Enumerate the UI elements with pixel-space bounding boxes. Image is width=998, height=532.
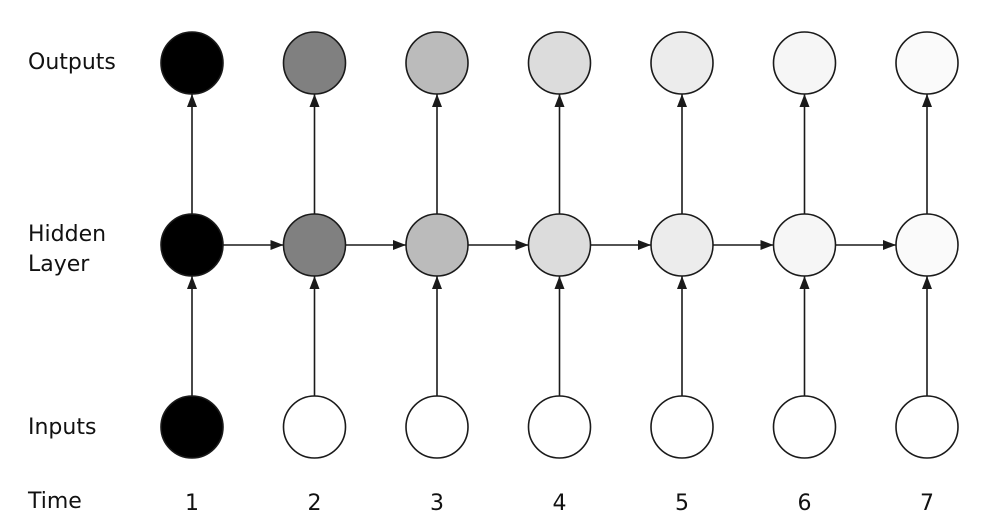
row-label-hidden-line2: Layer: [28, 252, 90, 277]
input-node-t3: [405, 395, 469, 459]
hidden-node-t7: [895, 213, 959, 277]
time-label-5: 5: [675, 491, 689, 516]
row-label-outputs: Outputs: [28, 50, 116, 75]
time-label-4: 4: [553, 491, 567, 516]
hidden-node-t2: [282, 213, 347, 277]
hidden-node-t5: [650, 213, 714, 277]
output-node-t5: [650, 31, 714, 95]
output-node-t4: [527, 31, 592, 95]
input-node-t6: [772, 395, 837, 459]
input-node-t5: [650, 395, 714, 459]
hidden-node-t1: [160, 213, 224, 277]
output-node-t6: [772, 31, 837, 95]
output-node-t7: [895, 31, 959, 95]
time-label-3: 3: [430, 491, 444, 516]
time-label-7: 7: [920, 491, 934, 516]
time-label-1: 1: [185, 491, 199, 516]
hidden-node-t6: [772, 213, 837, 277]
hidden-node-t4: [527, 213, 592, 277]
row-label-hidden-line1: Hidden: [28, 222, 107, 247]
input-node-t7: [895, 395, 959, 459]
hidden-node-t3: [405, 213, 469, 277]
input-node-t1: [160, 395, 224, 459]
input-node-t4: [527, 395, 592, 459]
row-label-time: Time: [28, 489, 82, 514]
row-label-inputs: Inputs: [28, 415, 97, 440]
time-label-6: 6: [798, 491, 812, 516]
input-node-t2: [282, 395, 347, 459]
output-node-t2: [282, 31, 347, 95]
output-node-t3: [405, 31, 469, 95]
output-node-t1: [160, 31, 224, 95]
row-label-hidden-layer: Hidden Layer: [28, 220, 106, 280]
time-label-2: 2: [308, 491, 322, 516]
